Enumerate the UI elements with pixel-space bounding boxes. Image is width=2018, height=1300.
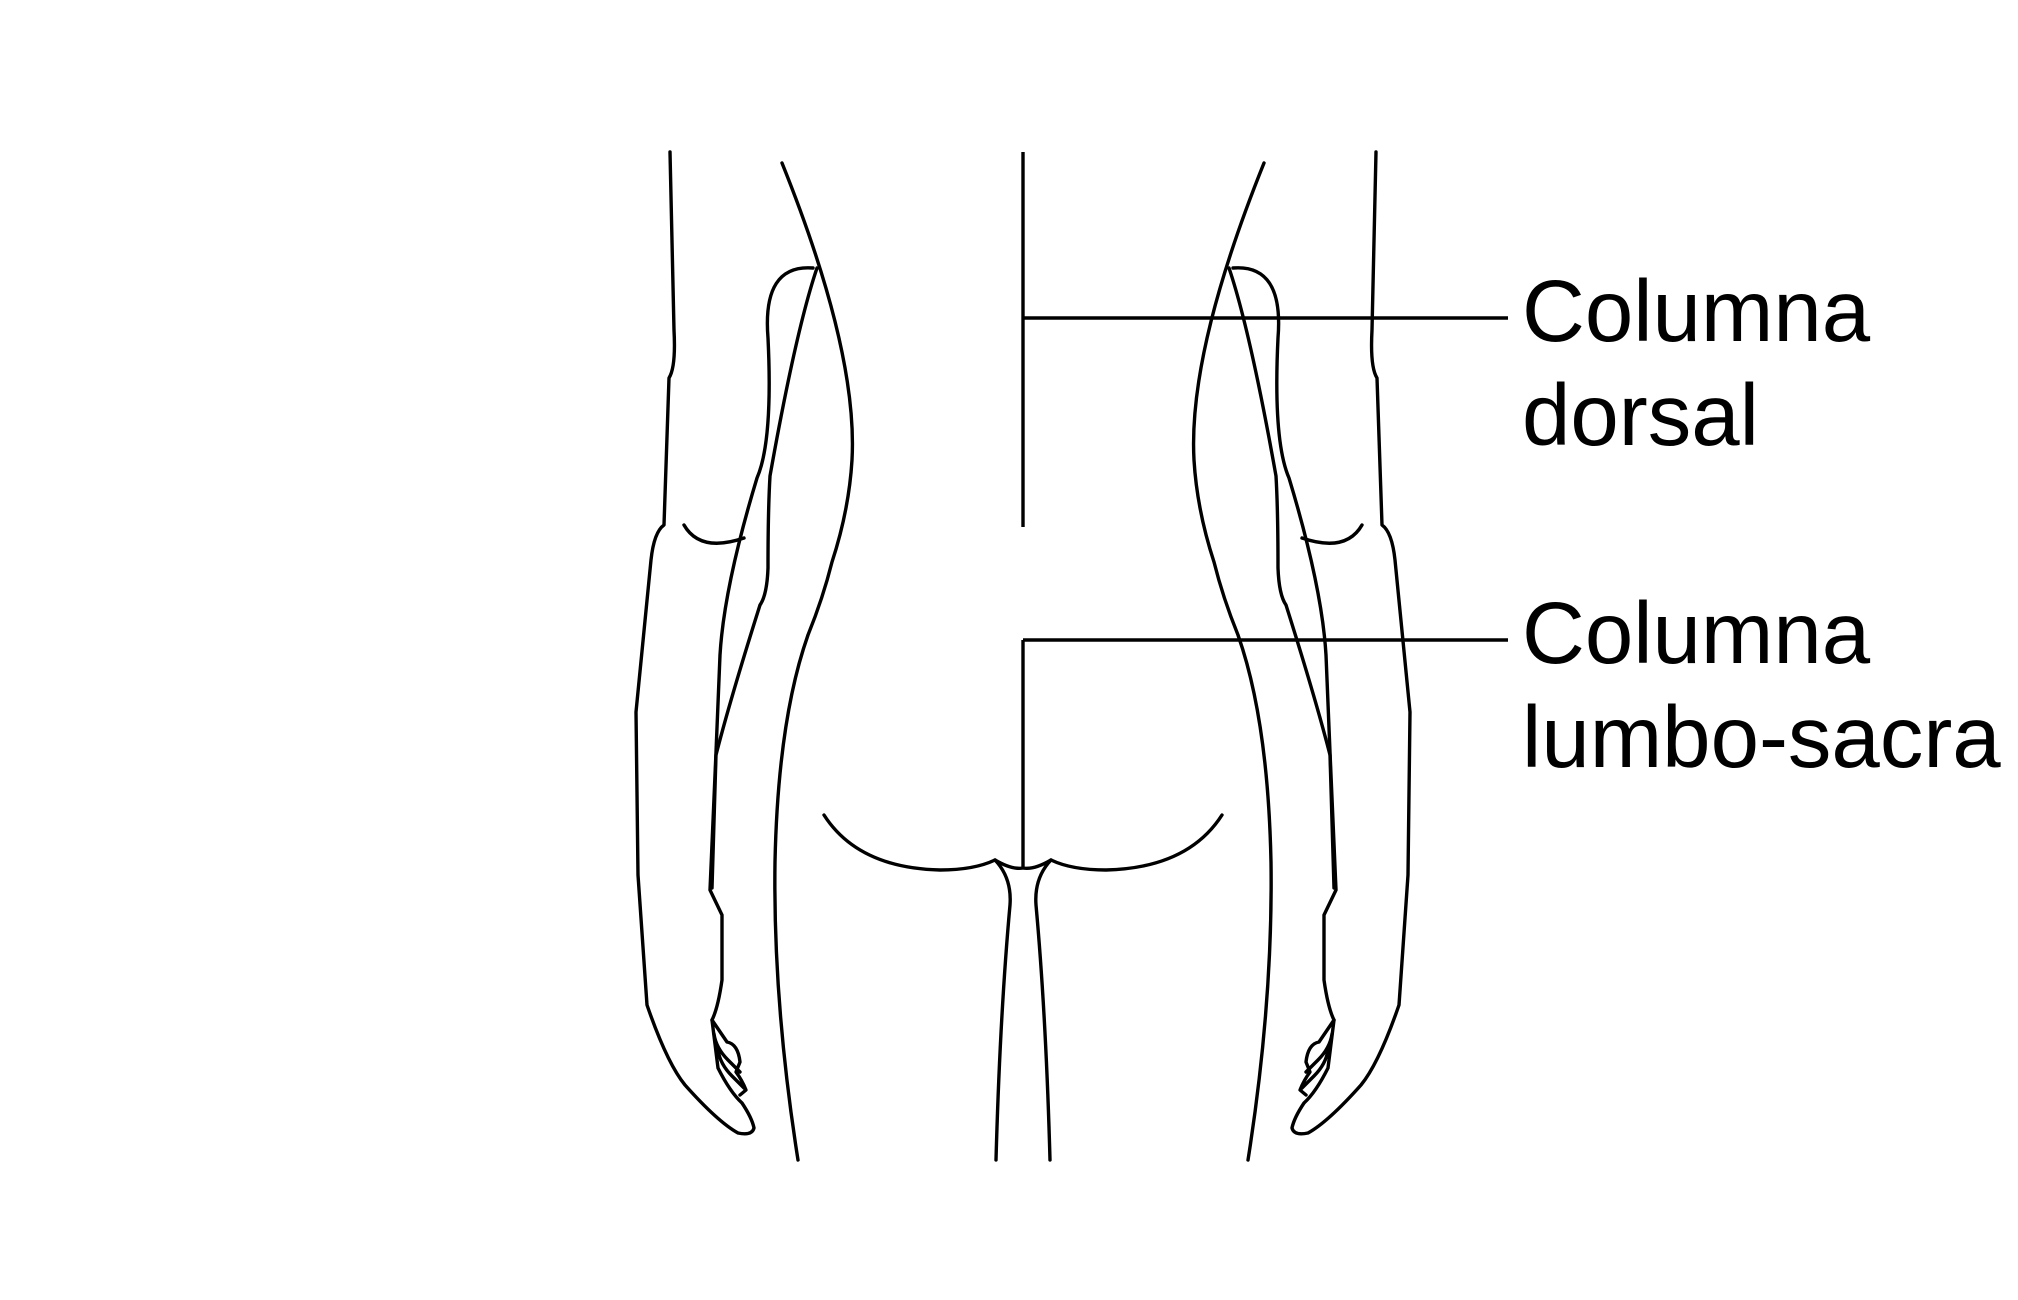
right-hand-fingers (1298, 1018, 1336, 1097)
left-elbow-crease (682, 523, 746, 545)
right-arm-outer-edge (1231, 150, 1412, 1136)
left-arm (634, 150, 819, 1136)
left-inner-thigh (993, 858, 1012, 1162)
leader-lines (1023, 316, 1508, 642)
left-arm-inner-edge (710, 266, 819, 890)
left-arm-outer-edge (634, 150, 815, 1136)
left-buttock-curve (822, 813, 997, 872)
label-columna-dorsal: Columna dorsal (1522, 260, 1870, 468)
right-arm (1227, 150, 1412, 1136)
label-dorsal-line1: Columna (1522, 263, 1871, 360)
right-inner-thigh (1034, 858, 1053, 1162)
label-columna-lumbo-sacra: Columna lumbo-sacra (1522, 582, 2001, 790)
torso (773, 161, 1273, 1162)
right-arm-inner-edge (1227, 266, 1336, 890)
torso-left-side (773, 161, 855, 1162)
right-elbow-crease (1300, 523, 1364, 545)
label-lumbo-line2: lumbo-sacra (1522, 689, 2001, 786)
torso-right-side (1191, 161, 1273, 1162)
label-lumbo-line1: Columna (1522, 585, 1871, 682)
label-dorsal-line2: dorsal (1522, 367, 1759, 464)
left-hand-fingers (710, 1018, 748, 1097)
right-buttock-curve (1049, 813, 1224, 872)
